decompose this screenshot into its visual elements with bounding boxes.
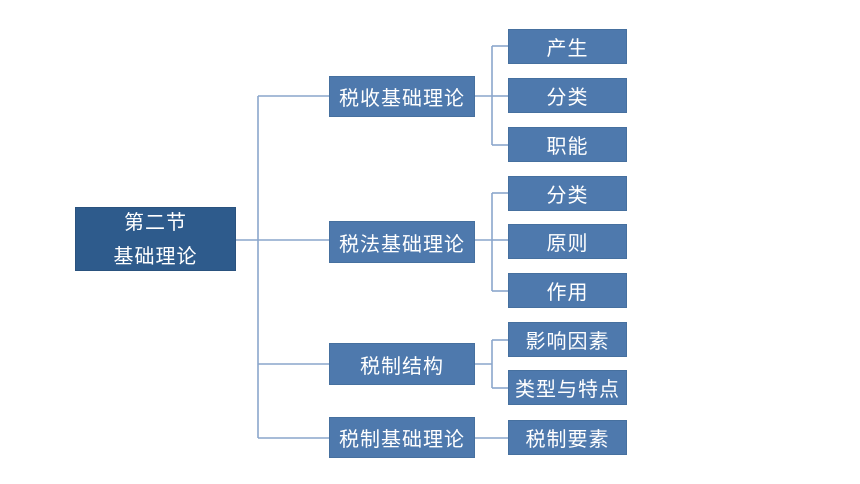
- leaf-node-4-1: 税制要素: [508, 420, 627, 455]
- leaf-node-3-1: 影响因素: [508, 322, 627, 357]
- leaf-node-3-2: 类型与特点: [508, 370, 627, 405]
- leaf-label: 分类: [546, 183, 589, 207]
- leaf-label: 影响因素: [525, 329, 610, 353]
- branch-node-1: 税收基础理论: [329, 76, 475, 117]
- branch-label: 税法基础理论: [339, 231, 465, 256]
- root-node: 第二节 基础理论: [75, 207, 236, 271]
- leaf-node-1-2: 分类: [508, 78, 627, 113]
- branch-label: 税制基础理论: [339, 427, 465, 451]
- leaf-node-1-3: 职能: [508, 127, 627, 162]
- branch-label: 税收基础理论: [339, 86, 465, 110]
- leaf-label: 产生: [546, 36, 589, 60]
- leaf-label: 作用: [546, 280, 589, 304]
- leaf-node-2-1: 分类: [508, 176, 627, 211]
- root-line-1: 第二节: [124, 210, 187, 234]
- leaf-node-2-2: 原则: [508, 224, 627, 259]
- branch-node-3: 税制结构: [329, 343, 475, 385]
- leaf-node-2-3: 作用: [508, 273, 627, 308]
- branch-node-2: 税法基础理论: [329, 221, 475, 263]
- leaf-label: 类型与特点: [515, 377, 620, 401]
- branch-label: 税制结构: [360, 353, 444, 378]
- leaf-label: 分类: [546, 85, 589, 109]
- leaf-label: 原则: [546, 231, 589, 255]
- leaf-label: 职能: [546, 134, 589, 158]
- leaf-node-1-1: 产生: [508, 29, 627, 64]
- branch-node-4: 税制基础理论: [329, 417, 475, 458]
- leaf-label: 税制要素: [525, 427, 610, 451]
- root-line-2: 基础理论: [113, 244, 198, 268]
